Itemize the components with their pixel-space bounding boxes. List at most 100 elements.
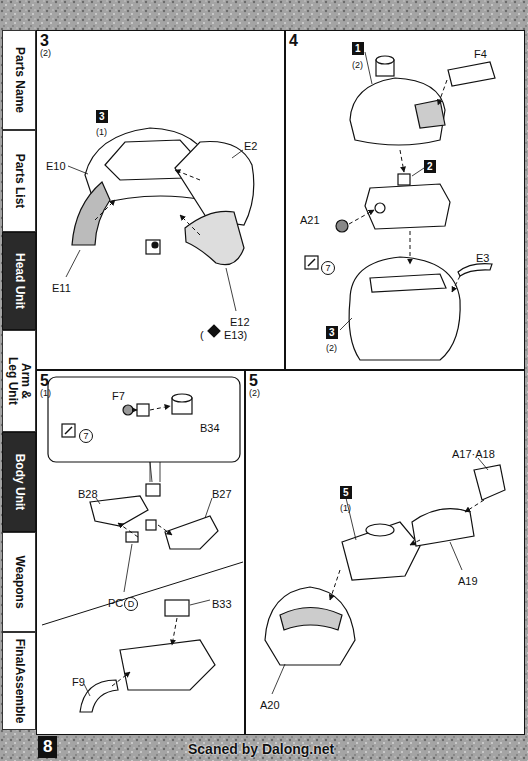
mono-eye-rail xyxy=(415,100,445,128)
callout-sub: (2) xyxy=(352,60,363,70)
step-sub: (2) xyxy=(249,389,524,398)
section-tab-active: Head Unit xyxy=(2,232,36,330)
part-number: F9 xyxy=(72,672,85,690)
callout-number: 1 xyxy=(352,38,364,56)
part-number: B33 xyxy=(212,594,232,612)
assembly-arrows xyxy=(95,80,484,686)
callout-number: 3 xyxy=(326,326,338,339)
lower-opening xyxy=(370,274,446,292)
tool-number: 7 xyxy=(321,257,335,275)
tool-icon xyxy=(62,424,75,437)
callout-number: 3 xyxy=(96,106,108,124)
head-sensor-top xyxy=(376,56,394,64)
part-number: A20 xyxy=(260,699,280,711)
part-number: E10 xyxy=(46,156,66,174)
part-number: B27 xyxy=(212,484,232,502)
part-number: A19 xyxy=(458,575,478,587)
callout-sub: (1) xyxy=(96,121,107,139)
callout-sub: (2) xyxy=(352,54,363,72)
part-number: B28 xyxy=(78,488,98,500)
part-number: B28 xyxy=(78,484,98,502)
callout-sub: (1) xyxy=(340,503,351,513)
callout-number: 5 xyxy=(340,486,352,499)
tab-label: FinalAssemble xyxy=(13,634,26,728)
part-number: E12 xyxy=(230,312,250,330)
part-number: E11 xyxy=(52,282,71,294)
polycap-letter: D xyxy=(124,597,138,611)
part-number: A21 xyxy=(300,214,320,226)
step-panel: 5(2) xyxy=(245,370,525,735)
callout-sub: (2) xyxy=(326,337,337,355)
part-number: F7 xyxy=(112,386,125,404)
side-piece xyxy=(185,211,244,264)
part-number: E11 xyxy=(52,278,71,296)
part-number: E3 xyxy=(476,252,489,264)
head-core xyxy=(365,184,450,229)
page-number: 8 xyxy=(38,736,57,758)
part-number: B33 xyxy=(212,598,232,610)
part-number: A17·A18 xyxy=(452,448,495,460)
page-number: 8 xyxy=(38,736,57,758)
polycap xyxy=(146,520,156,530)
part-number: F9 xyxy=(72,676,85,688)
step-sub: (1) xyxy=(40,389,244,398)
part-number: A19 xyxy=(458,571,478,589)
part-number: B27 xyxy=(212,488,232,500)
tab-label: Weapons xyxy=(13,537,26,627)
watermark: Scaned by Dalong.net xyxy=(188,741,334,757)
polycap-letter: D xyxy=(124,593,138,611)
tool-number: 7 xyxy=(79,429,93,443)
inset-frame xyxy=(48,377,240,462)
assembly-top xyxy=(366,524,394,536)
watermark: Scaned by Dalong.net xyxy=(188,740,334,758)
part-number: B34 xyxy=(200,418,220,436)
step-number: 4 xyxy=(289,33,524,49)
part-number: E2 xyxy=(244,140,257,152)
mono-eye-base-right xyxy=(165,516,218,549)
part-number: E13) xyxy=(224,325,247,343)
callout-number: 3 xyxy=(96,110,108,123)
rail-cover xyxy=(448,62,495,86)
head-front xyxy=(265,587,355,665)
part-drawings xyxy=(48,56,505,712)
callout-number: 1 xyxy=(352,42,364,55)
callout-sub: (1) xyxy=(340,497,351,515)
step-number: 5 xyxy=(40,373,244,389)
step-number: 5 xyxy=(249,373,524,389)
head-lower xyxy=(349,257,460,360)
part-number: F7 xyxy=(112,390,125,402)
part-number: E10 xyxy=(46,160,66,172)
section-tab: FinalAssemble xyxy=(2,632,36,730)
section-tab: Arm & Leg Unit xyxy=(2,330,36,432)
eye-unit xyxy=(146,484,160,496)
page-sheet xyxy=(36,30,525,735)
knife xyxy=(65,427,72,434)
part-number: B34 xyxy=(200,422,220,434)
rear-fin xyxy=(474,465,505,500)
core-cap xyxy=(165,600,189,616)
tab-label: Head Unit xyxy=(13,237,26,325)
section-tab: Parts List xyxy=(2,130,36,232)
antenna-piece xyxy=(458,264,492,276)
tab-label: Parts List xyxy=(13,136,26,226)
callout-number: 2 xyxy=(424,160,436,173)
part-number: E3 xyxy=(476,248,489,266)
tab-label: Parts Name xyxy=(13,35,26,125)
part-number: E2 xyxy=(244,136,257,154)
rail-ring xyxy=(80,680,118,712)
tab-label: Arm & Leg Unit xyxy=(6,351,32,411)
part-number: F4 xyxy=(474,48,487,60)
callout-number: 2 xyxy=(424,156,436,174)
head-top xyxy=(350,78,445,145)
tool-number: 7 xyxy=(79,425,93,443)
callout-number: 3 xyxy=(326,322,338,340)
tab-label: Body Unit xyxy=(13,437,26,527)
callout-number: 5 xyxy=(340,482,352,500)
part-number: A21 xyxy=(300,210,320,228)
front-piece xyxy=(72,182,110,245)
mark-dot xyxy=(152,242,158,248)
part-number: A17·A18 xyxy=(452,444,495,462)
bracket: ( xyxy=(200,325,204,343)
section-tab: Weapons xyxy=(2,532,36,632)
